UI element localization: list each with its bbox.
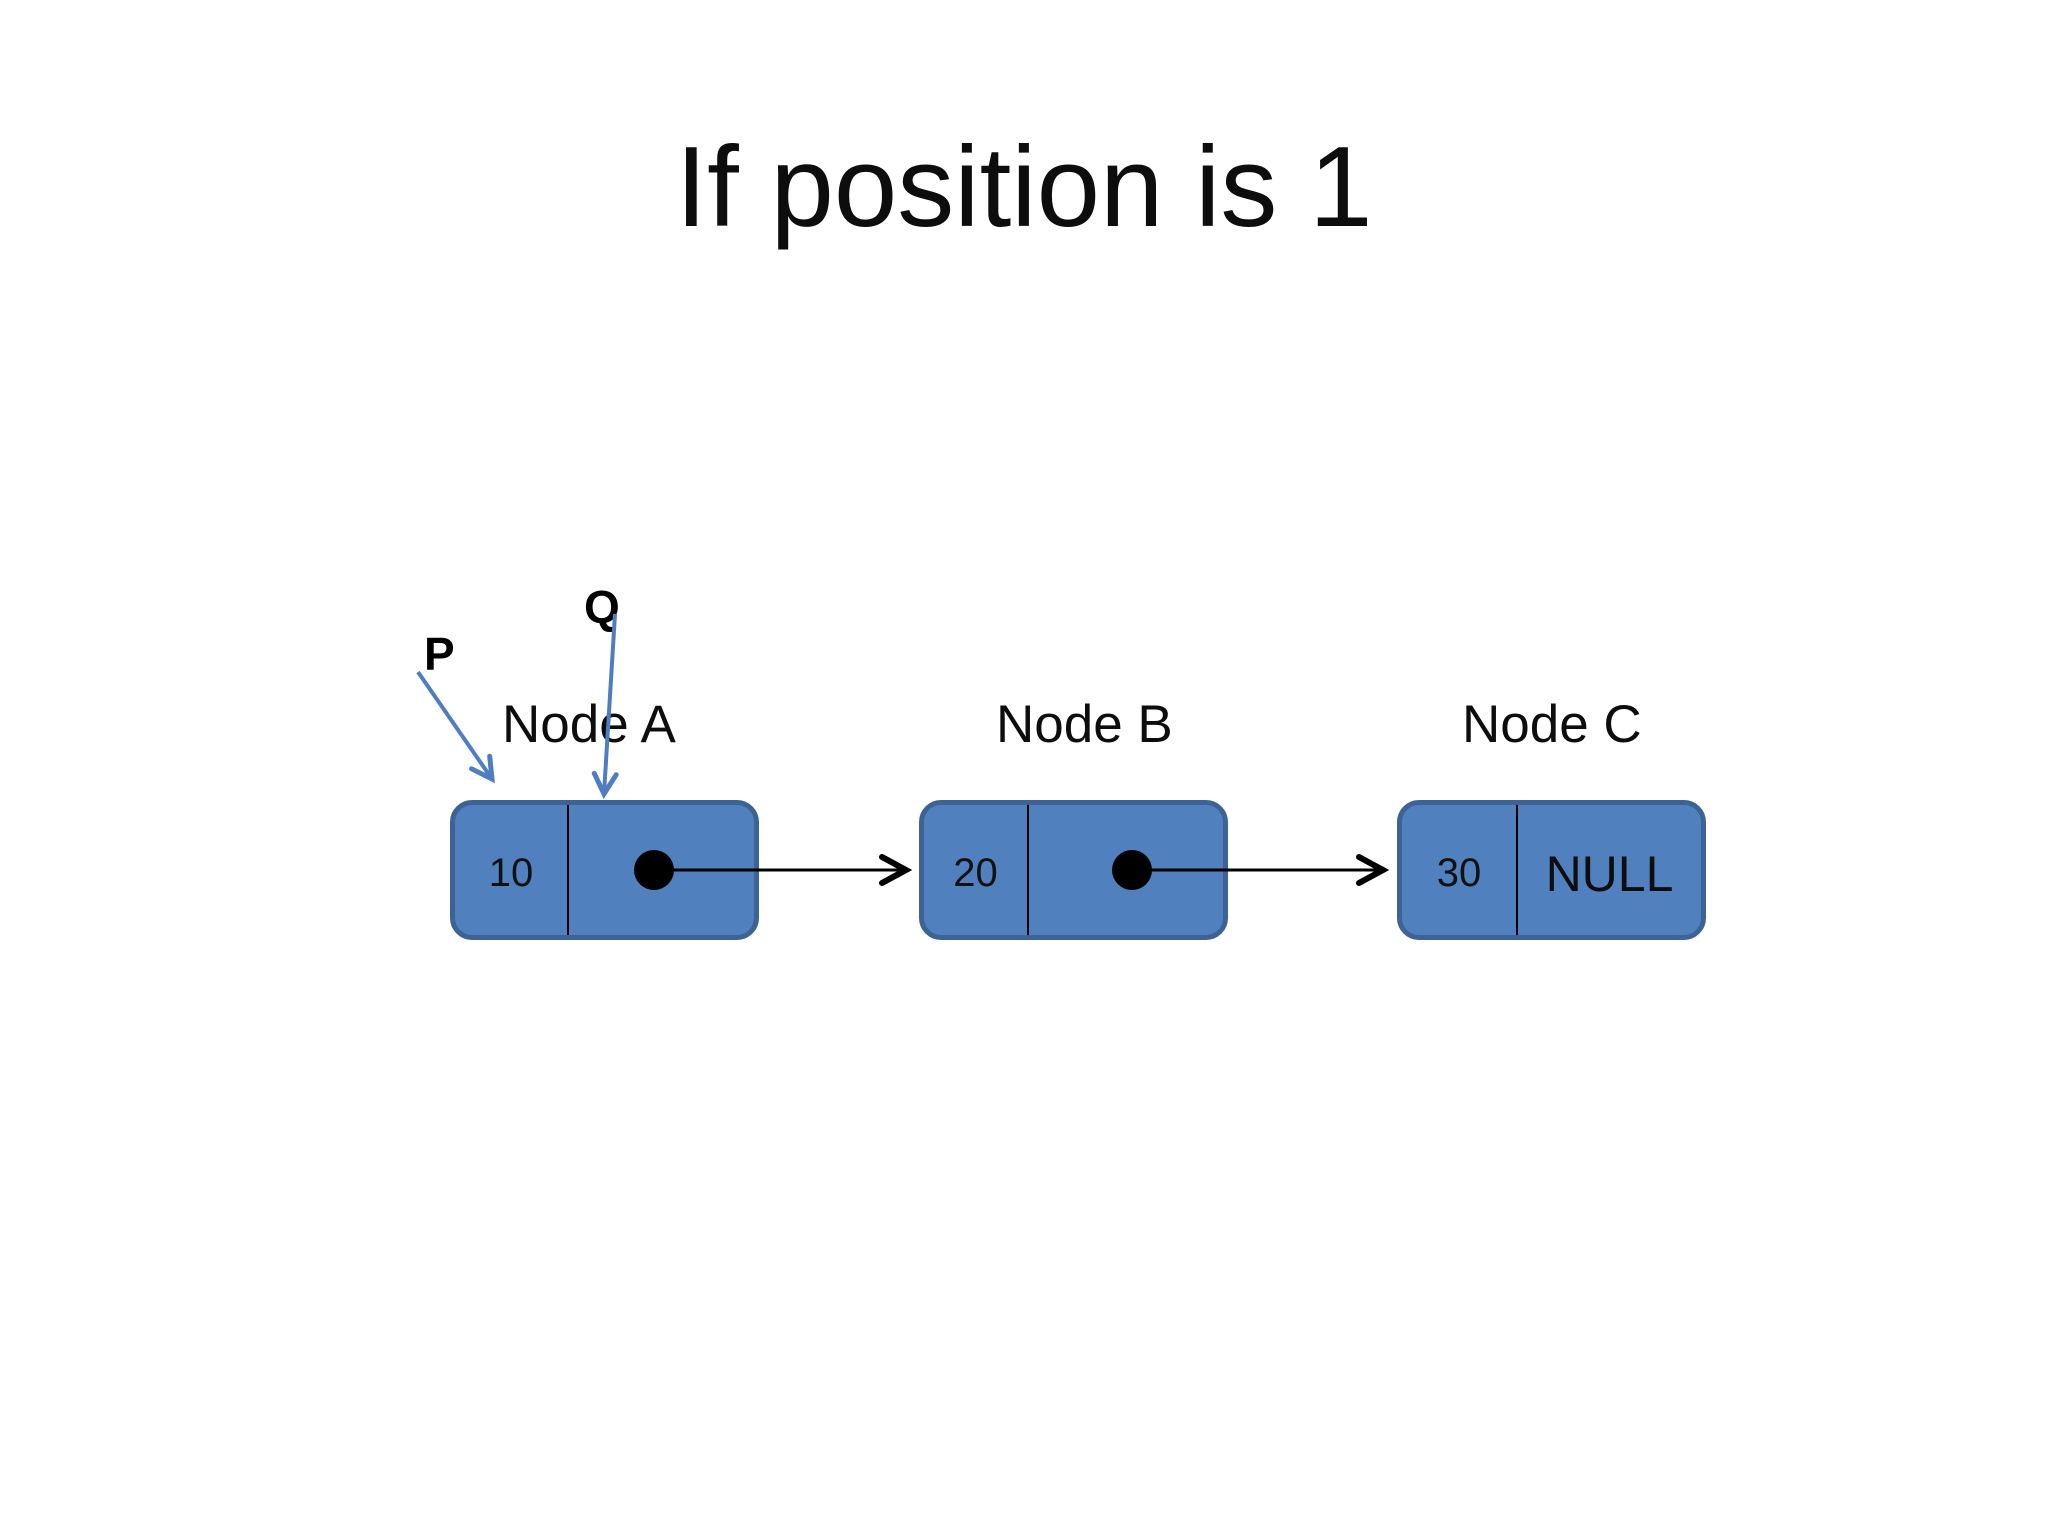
pointer-arrow-p (416, 670, 495, 784)
slide-title: If position is 1 (675, 124, 1373, 251)
node-b-box: 20 (919, 800, 1228, 940)
node-a-box: 10 (450, 800, 759, 940)
node-c-box: 30 NULL (1397, 800, 1706, 940)
node-b-pointer-cell (1029, 805, 1223, 935)
node-c-title: Node C (1462, 695, 1642, 754)
node-b-value-cell: 20 (924, 805, 1029, 935)
node-b-title: Node B (996, 695, 1173, 754)
node-c-value-cell: 30 (1402, 805, 1518, 935)
node-a-title: Node A (502, 695, 676, 754)
node-c-null-cell: NULL (1545, 846, 1674, 902)
node-a-pointer-cell (569, 805, 754, 935)
node-a-value-cell: 10 (455, 805, 569, 935)
pointer-label-p: P (424, 628, 455, 680)
pointer-label-q: Q (584, 581, 620, 633)
